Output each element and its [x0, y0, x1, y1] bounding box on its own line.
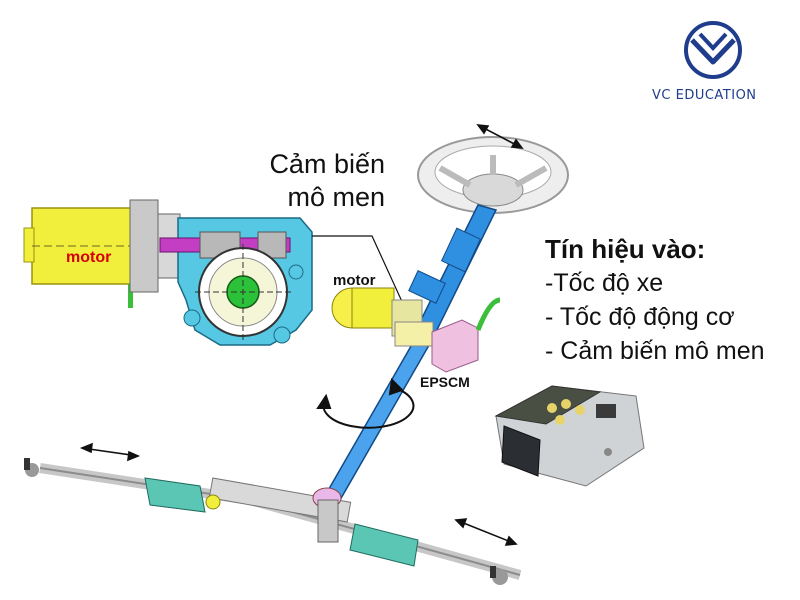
input-signal-item: - Tốc độ động cơ [545, 303, 735, 331]
input-signal-item: -Tốc độ xe [545, 269, 664, 297]
motor-gearbox-cutaway [23, 199, 313, 346]
input-signals-list: Tín hiệu vào: -Tốc độ xe - Tốc độ động c… [545, 232, 765, 368]
motor-main-label: motor [333, 272, 376, 289]
input-signal-item: - Cảm biến mô men [545, 337, 765, 365]
torque-sensor-leaders [312, 235, 416, 331]
steering-wheel [417, 136, 569, 214]
steering-rack [24, 458, 522, 585]
torque-sensor-label: Cảm biến mô men [245, 148, 385, 214]
rotation-arrow-icon [316, 377, 415, 429]
assist-motor [331, 287, 434, 347]
input-signals-heading: Tín hiệu vào: [545, 234, 706, 264]
brand-name: VC EDUCATION [652, 88, 757, 103]
double-arrow-icon [79, 124, 524, 546]
torque-sensor-label-line2: mô men [287, 182, 385, 212]
ecu-module-photo [494, 385, 645, 487]
steering-column [324, 204, 498, 501]
epscm-module [431, 297, 501, 373]
vc-education-logo-icon [684, 21, 742, 79]
epscm-label: EPSCM [420, 374, 470, 390]
motor-inset-label: motor [66, 249, 112, 266]
torque-sensor-label-line1: Cảm biến [269, 149, 385, 179]
